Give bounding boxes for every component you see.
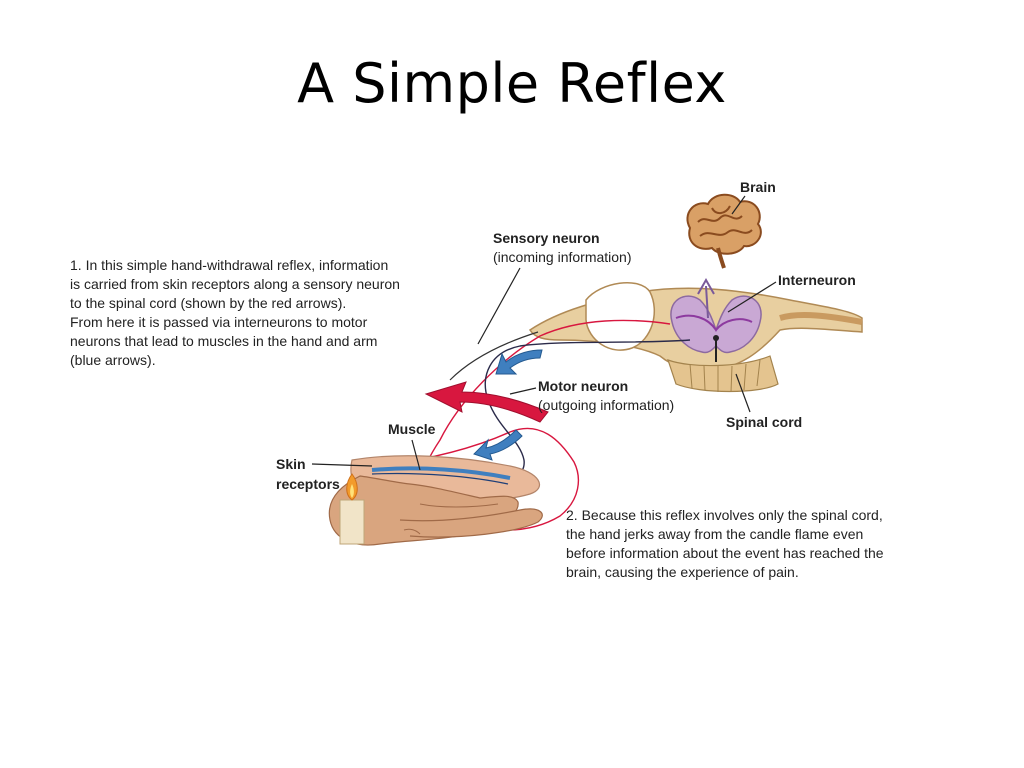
motor-arrow-upper bbox=[495, 349, 543, 375]
brain-illustration bbox=[686, 193, 762, 269]
caption-line: before information about the event has r… bbox=[566, 545, 884, 561]
sensory-leader-line bbox=[477, 267, 521, 345]
spinal-cord-leader-line bbox=[735, 373, 751, 413]
motor-arrow-lower bbox=[473, 429, 523, 461]
label-muscle: Muscle bbox=[388, 421, 436, 437]
skin-leader-line bbox=[311, 463, 373, 467]
caption-line: to the spinal cord (shown by the red arr… bbox=[70, 295, 347, 311]
label-spinal-cord: Spinal cord bbox=[726, 414, 802, 430]
interneuron-path bbox=[675, 314, 753, 332]
caption-line: brain, causing the experience of pain. bbox=[566, 564, 799, 580]
caption-step-2: 2. Because this reflex involves only the… bbox=[566, 506, 961, 582]
caption-line: 2. Because this reflex involves only the… bbox=[566, 507, 883, 523]
sensory-arrow bbox=[424, 381, 549, 423]
label-interneuron: Interneuron bbox=[778, 272, 856, 288]
label-motor-neuron-sub: (outgoing information) bbox=[538, 397, 674, 413]
hand-illustration bbox=[328, 475, 543, 546]
slide-title: A Simple Reflex bbox=[297, 52, 727, 115]
caption-line: neurons that lead to muscles in the hand… bbox=[70, 333, 378, 349]
label-motor-neuron: Motor neuron bbox=[538, 378, 628, 394]
spinal-cord-section bbox=[528, 281, 863, 393]
sensory-neuron-outline bbox=[449, 331, 539, 381]
muscle-leader-line bbox=[411, 439, 421, 471]
label-receptors: receptors bbox=[276, 476, 340, 492]
caption-line: is carried from skin receptors along a s… bbox=[70, 276, 400, 292]
label-sensory-neuron-sub: (incoming information) bbox=[493, 249, 632, 265]
muscle-band bbox=[371, 466, 511, 480]
label-skin: Skin bbox=[276, 456, 306, 472]
caption-line: 1. In this simple hand-withdrawal reflex… bbox=[70, 257, 389, 273]
caption-line: (blue arrows). bbox=[70, 352, 156, 368]
ascending-arrow bbox=[697, 277, 715, 319]
caption-line: From here it is passed via interneurons … bbox=[70, 314, 368, 330]
label-brain: Brain bbox=[740, 179, 776, 195]
motor-leader-line bbox=[509, 387, 537, 395]
interneuron-leader-line bbox=[727, 281, 777, 313]
candle-illustration bbox=[339, 473, 365, 545]
caption-step-1: 1. In this simple hand-withdrawal reflex… bbox=[70, 256, 470, 370]
caption-line: the hand jerks away from the candle flam… bbox=[566, 526, 864, 542]
label-sensory-neuron: Sensory neuron bbox=[493, 230, 600, 246]
brain-leader-line bbox=[731, 195, 746, 215]
